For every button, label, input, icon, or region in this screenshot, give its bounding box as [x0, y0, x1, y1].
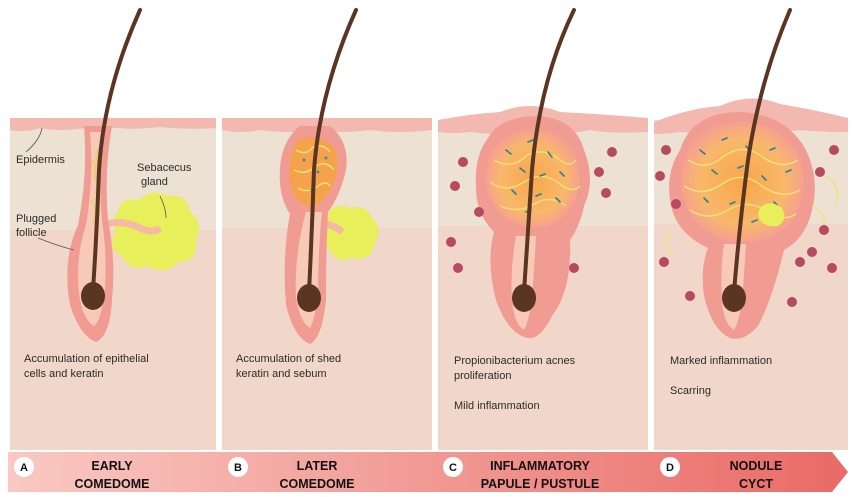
panel-b-description-line2: keratin and sebum	[236, 368, 327, 380]
panel-b-description-line1: Accumulation of shed	[236, 353, 341, 365]
stage-c-marker: C	[443, 457, 463, 477]
panel-c-description-line1: Propionibacterium acnes	[454, 355, 576, 367]
stage-a-title-line1: EARLY	[91, 459, 133, 473]
cyst-core	[681, 122, 804, 242]
stage-c-title-line2: PAPULE / PUSTULE	[481, 477, 600, 491]
stage-a-title-line2: COMEDOME	[75, 477, 150, 491]
sebaceous-gland-label-line2: gland	[141, 176, 168, 188]
panel-c	[438, 10, 648, 450]
panel-a-description-line2: cells and keratin	[24, 368, 104, 380]
stage-d-title-line1: NODULE	[730, 459, 783, 473]
panel-d-description-line2: Scarring	[670, 385, 711, 397]
stage-b-title-line1: LATER	[297, 459, 338, 473]
stage-a-letter: A	[20, 462, 28, 474]
stage-b-marker: B	[228, 457, 248, 477]
stage-d-marker: D	[660, 457, 680, 477]
stage-d-title-line2: CYCT	[739, 477, 773, 491]
stage-b-letter: B	[234, 462, 242, 474]
panel-b	[222, 10, 432, 450]
panel-c-description-line3: Mild inflammation	[454, 400, 540, 412]
stage-b-title-line2: COMEDOME	[280, 477, 355, 491]
epidermis-label: Epidermis	[16, 154, 65, 166]
stage-d-letter: D	[666, 462, 674, 474]
panel-d	[654, 10, 848, 450]
panel-c-description-line2: proliferation	[454, 370, 511, 382]
stage-a-marker: A	[14, 457, 34, 477]
stage-c-letter: C	[449, 462, 457, 474]
stage-c-title-line1: INFLAMMATORY	[490, 459, 590, 473]
plugged-follicle-label-line2: follicle	[16, 227, 47, 239]
panel-a-description-line1: Accumulation of epithelial	[24, 353, 149, 365]
panel-d-description-line1: Marked inflammation	[670, 355, 772, 367]
sebaceous-gland-label: Sebacecus	[137, 162, 192, 174]
plugged-follicle-label: Plugged	[16, 213, 56, 225]
